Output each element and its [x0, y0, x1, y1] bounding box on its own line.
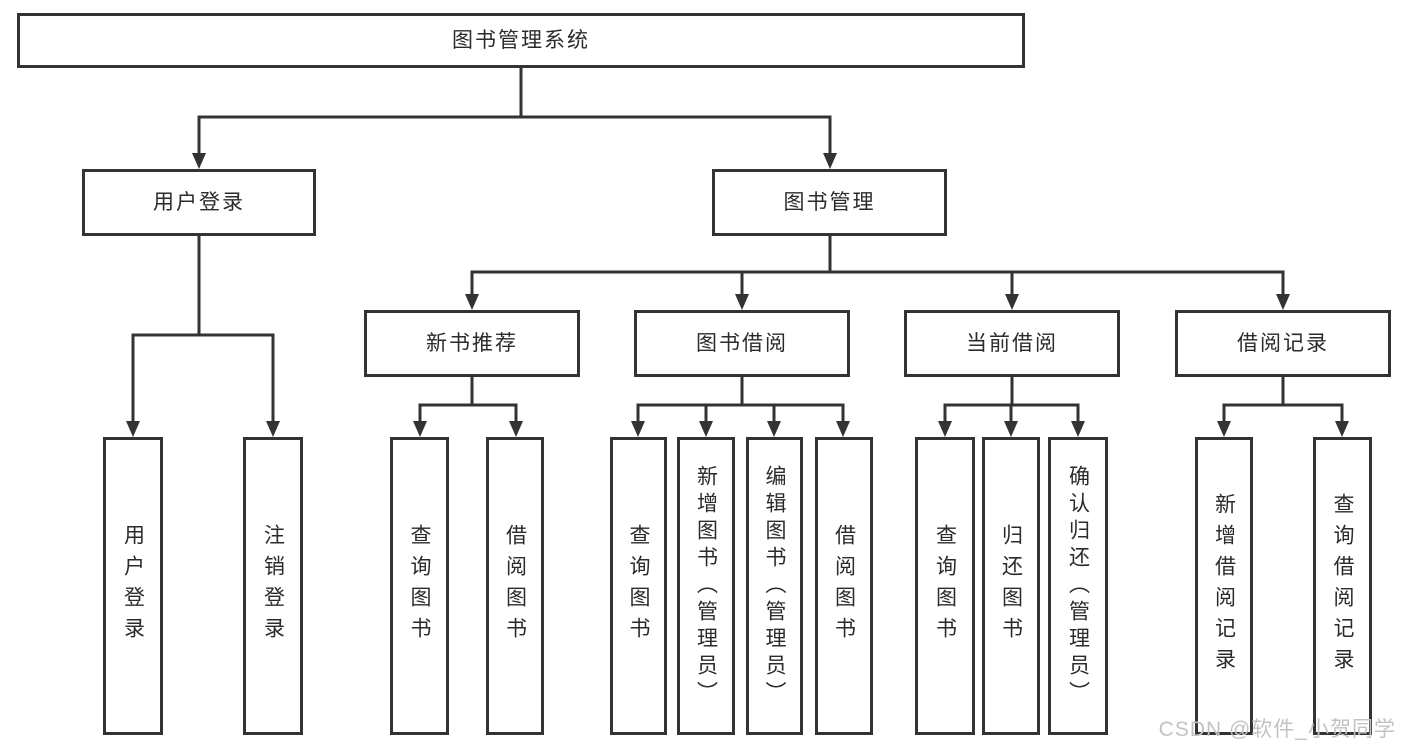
node-leaf-bb-add-books-label: 新增图书（管理员） — [694, 464, 718, 708]
node-leaf-br-query-record: 查询借阅记录 — [1313, 437, 1372, 735]
node-leaf-logout-label: 注销登录 — [261, 524, 285, 648]
node-user-login: 用户登录 — [82, 169, 316, 236]
node-book-management-label: 图书管理 — [783, 191, 876, 214]
node-new-book-recommend-label: 新书推荐 — [426, 332, 518, 355]
arrowheads — [126, 153, 1349, 437]
node-leaf-bb-edit-books: 编辑图书（管理员） — [746, 437, 803, 735]
node-root-label: 图书管理系统 — [452, 29, 590, 52]
node-leaf-bb-borrow-books-label: 借阅图书 — [832, 524, 856, 648]
node-leaf-login: 用户登录 — [103, 437, 163, 735]
watermark: CSDN @软件_小贺同学 — [1158, 718, 1396, 741]
node-leaf-bb-query-books: 查询图书 — [610, 437, 667, 735]
node-leaf-cb-confirm-return: 确认归还（管理员） — [1048, 437, 1108, 735]
node-book-management: 图书管理 — [712, 169, 947, 236]
node-leaf-br-query-record-label: 查询借阅记录 — [1331, 493, 1354, 679]
node-leaf-cb-return-books-label: 归还图书 — [999, 524, 1023, 648]
node-leaf-logout: 注销登录 — [243, 437, 303, 735]
node-root: 图书管理系统 — [17, 13, 1025, 68]
node-leaf-cb-confirm-return-label: 确认归还（管理员） — [1066, 464, 1090, 708]
node-leaf-bb-edit-books-label: 编辑图书（管理员） — [763, 464, 786, 708]
node-leaf-bb-borrow-books: 借阅图书 — [815, 437, 873, 735]
node-leaf-nbr-borrow-books-label: 借阅图书 — [503, 524, 527, 648]
node-leaf-nbr-borrow-books: 借阅图书 — [486, 437, 544, 735]
node-current-borrowing: 当前借阅 — [904, 310, 1120, 377]
node-leaf-br-new-record: 新增借阅记录 — [1195, 437, 1253, 735]
node-leaf-cb-return-books: 归还图书 — [982, 437, 1040, 735]
node-leaf-cb-query-books-label: 查询图书 — [933, 524, 957, 648]
node-leaf-bb-add-books: 新增图书（管理员） — [677, 437, 735, 735]
node-leaf-br-new-record-label: 新增借阅记录 — [1212, 493, 1236, 679]
node-borrowing-records-label: 借阅记录 — [1237, 332, 1329, 355]
node-borrowing-records: 借阅记录 — [1175, 310, 1391, 377]
node-current-borrowing-label: 当前借阅 — [966, 332, 1058, 355]
node-leaf-nbr-query-books-label: 查询图书 — [408, 524, 431, 648]
node-book-borrowing: 图书借阅 — [634, 310, 850, 377]
node-leaf-bb-query-books-label: 查询图书 — [627, 524, 650, 648]
node-leaf-cb-query-books: 查询图书 — [915, 437, 975, 735]
node-new-book-recommend: 新书推荐 — [364, 310, 580, 377]
node-leaf-nbr-query-books: 查询图书 — [390, 437, 449, 735]
connector-paths — [131, 68, 1344, 422]
node-book-borrowing-label: 图书借阅 — [696, 332, 788, 355]
node-user-login-label: 用户登录 — [153, 191, 245, 214]
node-leaf-login-label: 用户登录 — [121, 524, 145, 648]
